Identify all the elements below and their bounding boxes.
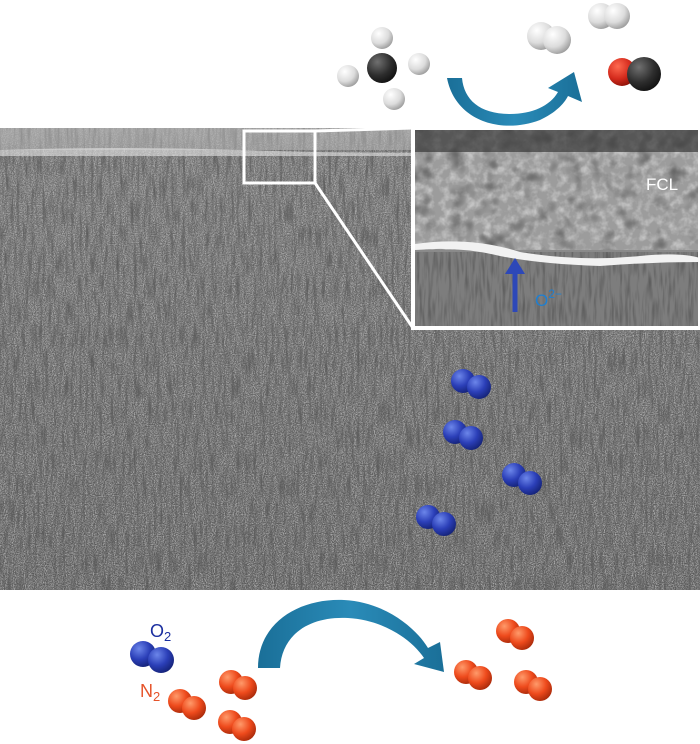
oxide-ion-charge: 2−: [548, 287, 562, 301]
carbon-monoxide-molecule: [608, 57, 661, 91]
oxygen-molecule: [130, 641, 174, 673]
hydrogen-molecule: [588, 3, 630, 29]
oxide-ion-label: O2−: [535, 287, 562, 311]
nitrogen-symbol: N: [140, 681, 153, 701]
hydrogen-molecule: [527, 22, 571, 54]
nitrogen-molecule: [218, 710, 256, 741]
oxide-ion-symbol: O: [535, 291, 548, 310]
nitrogen-molecule: [219, 670, 257, 700]
nitrogen-molecule: [168, 689, 206, 720]
nitrogen-label: N2: [140, 681, 160, 704]
fcl-label-text: FCL: [646, 175, 678, 194]
methane-molecule: [337, 27, 430, 110]
nitrogen-subscript: 2: [153, 689, 160, 704]
nitrogen-molecule: [514, 670, 552, 701]
oxygen-subscript: 2: [164, 629, 171, 644]
fcl-label: FCL: [646, 175, 678, 195]
oxygen-symbol: O: [150, 621, 164, 641]
curved-flow-arrow-bottom: [258, 600, 444, 672]
nitrogen-molecule: [454, 660, 492, 690]
nitrogen-molecule: [496, 619, 534, 650]
curved-flow-arrow-top: [447, 72, 582, 126]
oxygen-label: O2: [150, 621, 171, 644]
